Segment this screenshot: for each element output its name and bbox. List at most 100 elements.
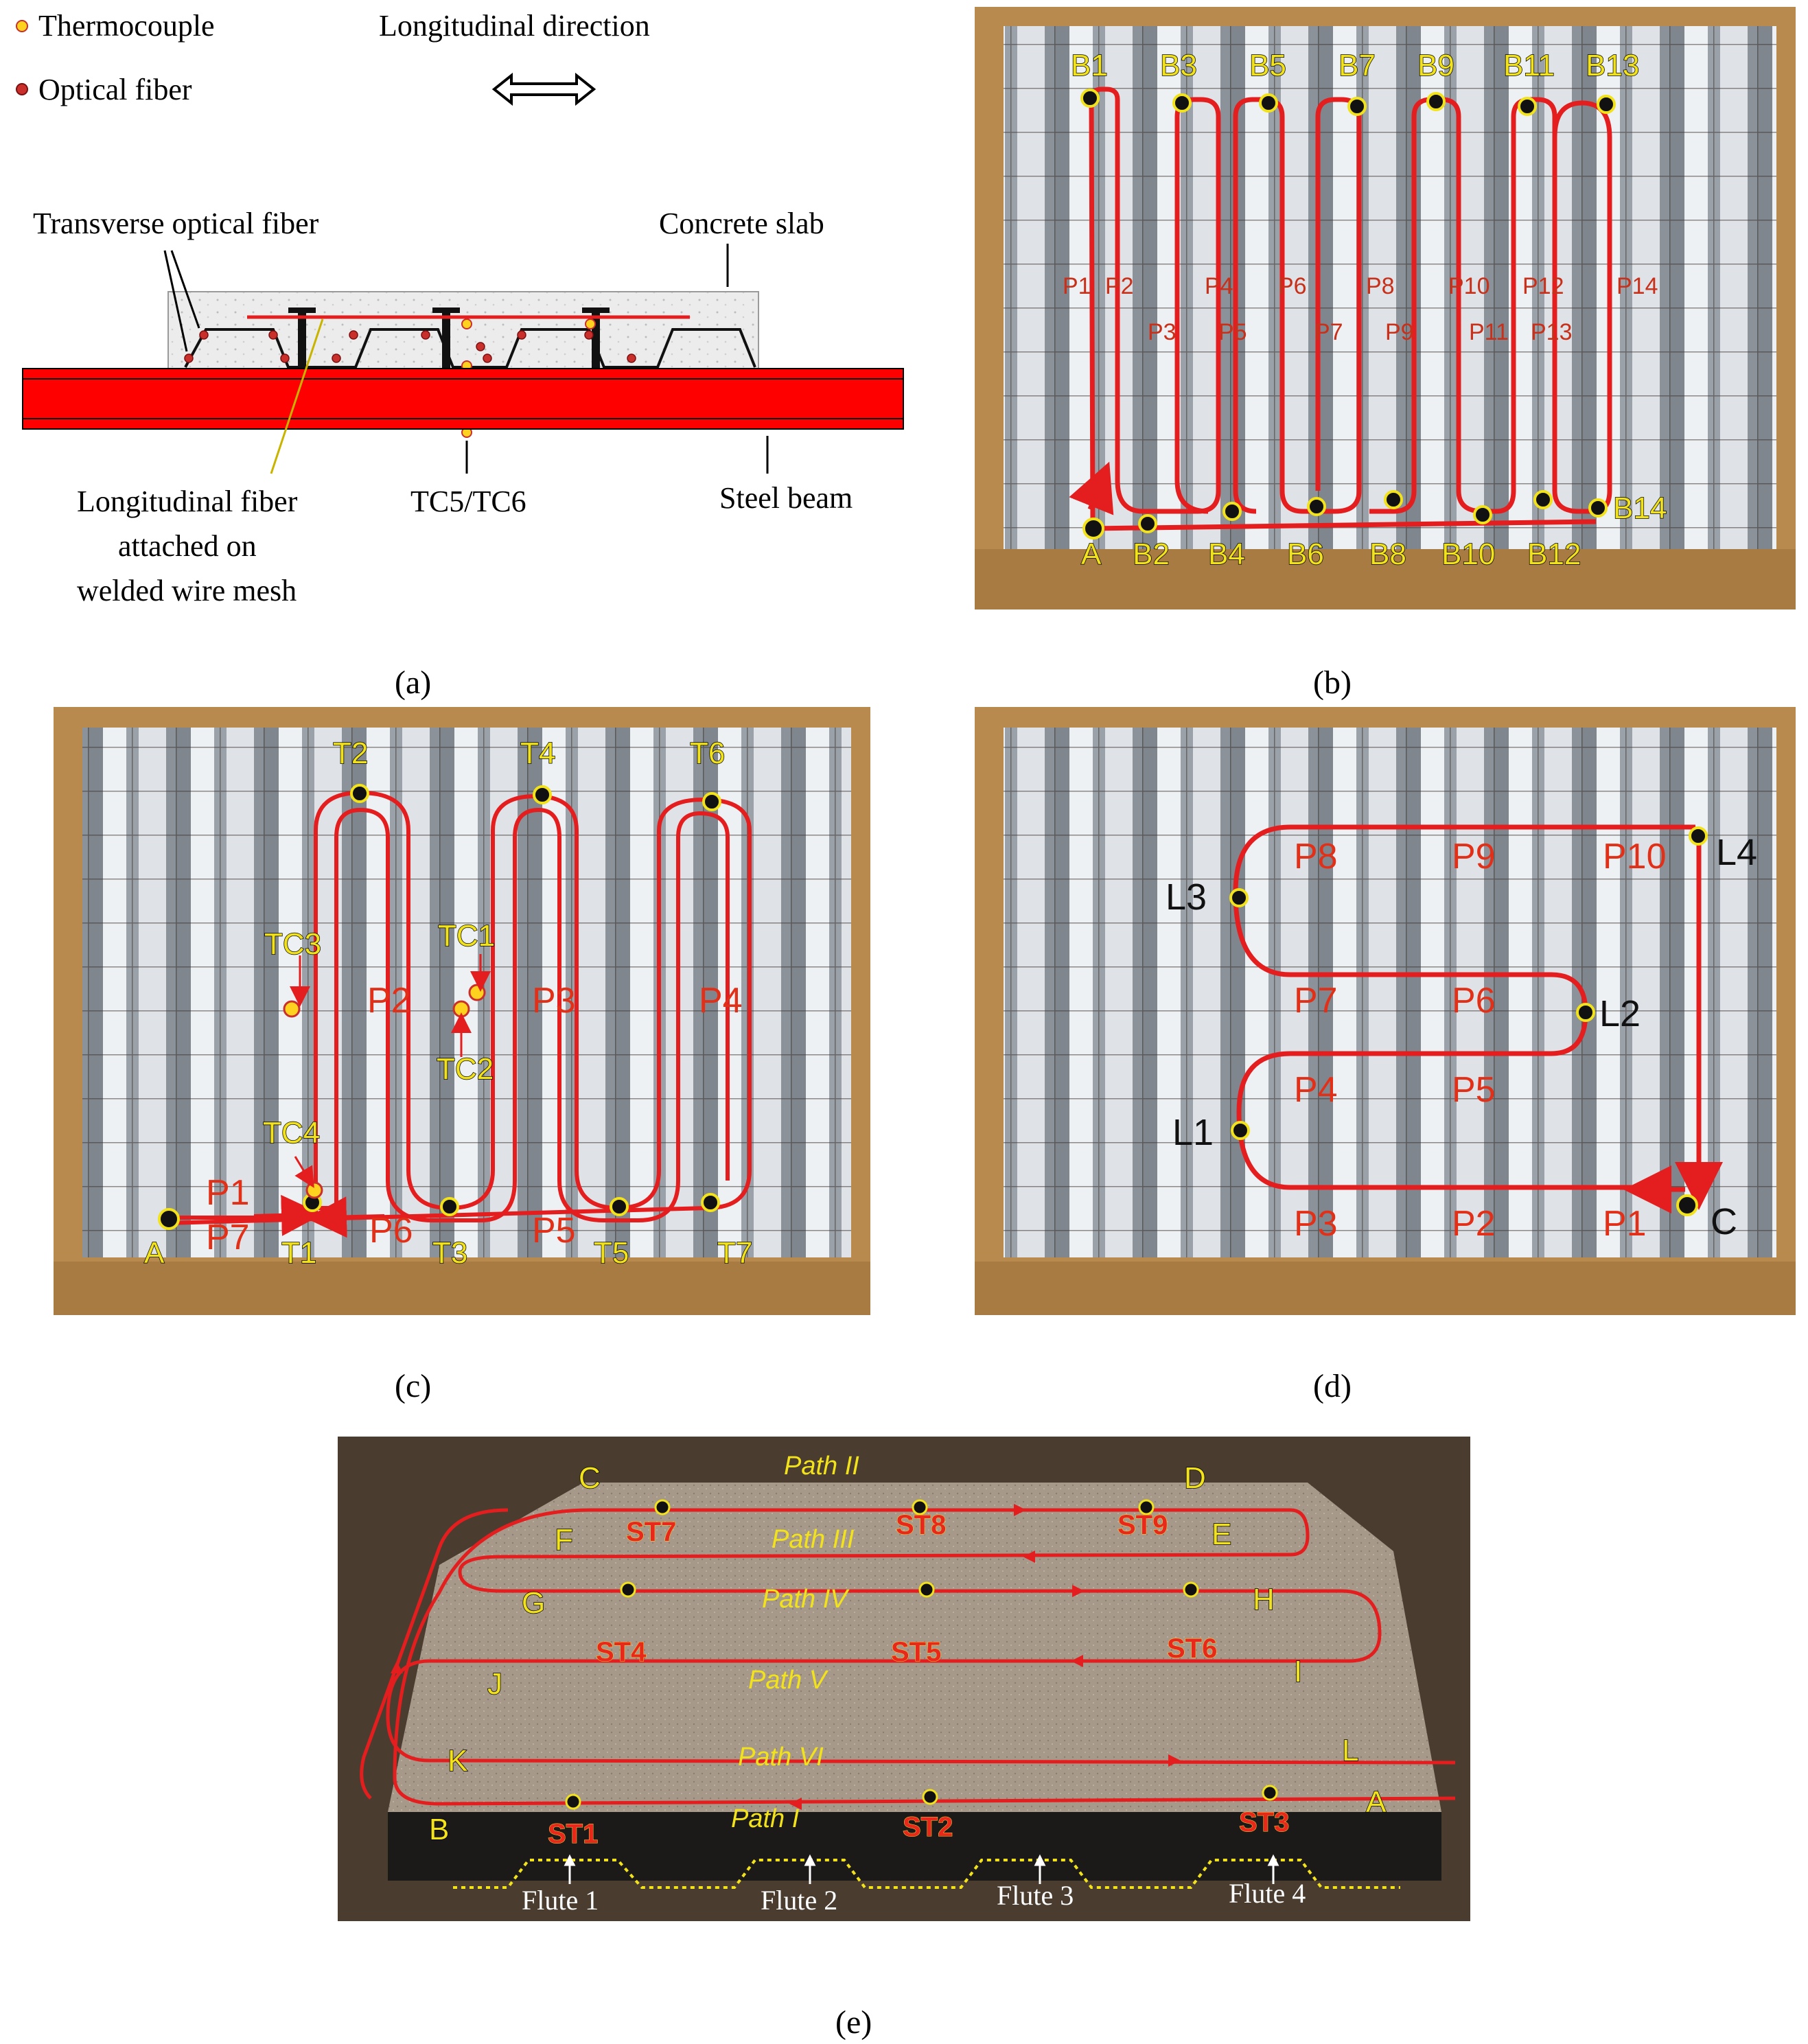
panel-d: L3 L2 L1 L4 C P1 P2 P3 P4 P5 P6 P7 P8 P9… (975, 707, 1796, 1404)
label-l1: L1 (1172, 1112, 1214, 1153)
label-path-v: Path V (748, 1666, 829, 1695)
pass-p12: P12 (1522, 273, 1564, 299)
concrete-slab-e (388, 1483, 1441, 1812)
long-fiber-label-3: welded wire mesh (77, 574, 297, 607)
label-st6: ST6 (1167, 1634, 1217, 1664)
pass-p8: P8 (1366, 273, 1395, 299)
pass-p11: P11 (1469, 319, 1509, 345)
point-labels-d: L3 L2 L1 L4 C (1166, 832, 1757, 1242)
label-e-l: L (1342, 1734, 1358, 1767)
pass-c-p4: P4 (699, 981, 743, 1021)
label-b14: B14 (1613, 491, 1667, 525)
label-tc1: TC1 (438, 919, 495, 953)
start-arrow-b (1069, 461, 1114, 515)
label-a-b: A (1081, 537, 1102, 571)
pass-c-p5: P5 (532, 1211, 576, 1251)
label-t2: T2 (333, 736, 368, 770)
label-l3: L3 (1166, 876, 1207, 918)
pass-d-p3: P3 (1294, 1204, 1338, 1244)
label-path-vi: Path VI (738, 1743, 824, 1772)
steel-beam-label: Steel beam (719, 481, 853, 515)
label-tc3: TC3 (264, 927, 321, 961)
label-t7: T7 (717, 1236, 752, 1270)
flute-profile-e (453, 1859, 1400, 1889)
pass-p7: P7 (1314, 319, 1343, 345)
optical-fiber-dots (184, 330, 636, 363)
bottom-labels-b: A B2 B4 B6 B8 B10 B12 B14 (1080, 491, 1667, 572)
pass-c-p2: P2 (367, 981, 411, 1021)
arrow-c-1 (305, 1196, 385, 1238)
caption-a: (a) (395, 664, 431, 701)
panel-c: TC3 TC1 TC2 TC4 T2 T4 T6 A T1 T3 T5 T7 P… (54, 707, 870, 1404)
caption-e: (e) (835, 2004, 872, 2041)
label-e-f: F (555, 1523, 573, 1557)
pass-p9: P9 (1385, 319, 1414, 345)
label-b3: B3 (1160, 49, 1197, 82)
pass-d-p10: P10 (1603, 837, 1667, 876)
pass-p10: P10 (1448, 273, 1490, 299)
pass-d-p5: P5 (1452, 1070, 1496, 1110)
steel-deck-profile (184, 328, 756, 369)
label-st1: ST1 (548, 1819, 598, 1849)
concrete-slab-label: Concrete slab (659, 207, 824, 240)
label-b9: B9 (1417, 49, 1454, 82)
label-t4: T4 (520, 736, 555, 770)
label-t6: T6 (690, 736, 725, 770)
label-l4: L4 (1716, 832, 1757, 873)
thermocouple-legend-icon (16, 20, 28, 32)
label-st3: ST3 (1239, 1807, 1289, 1837)
transverse-fiber-label: Transverse optical fiber (33, 207, 319, 240)
pass-d-p7: P7 (1294, 981, 1338, 1021)
label-tc4: TC4 (263, 1116, 320, 1150)
label-e-c: C (579, 1461, 601, 1495)
node-dots-b (1080, 89, 1616, 539)
fiber-route-e (360, 1508, 1456, 1806)
transverse-arrow-1 (163, 250, 188, 352)
pass-p4: P4 (1205, 273, 1233, 299)
caption-d: (d) (1313, 1368, 1352, 1404)
letter-labels-e: A B C D E F G H I J K L (428, 1461, 1387, 1847)
label-e-h: H (1253, 1583, 1275, 1616)
label-b13: B13 (1586, 49, 1639, 82)
label-e-e: E (1212, 1518, 1231, 1551)
double-arrow-icon (491, 72, 596, 106)
pass-d-p2: P2 (1452, 1204, 1496, 1244)
path-labels-e: Path II Path III Path IV Path V Path VI … (731, 1452, 859, 1833)
pass-d-p4: P4 (1294, 1070, 1338, 1110)
label-b7: B7 (1338, 49, 1376, 82)
node-dots-d (1229, 826, 1708, 1216)
tc-labels-c: TC3 TC1 TC2 TC4 (262, 918, 496, 1150)
optical-fiber-legend-icon (16, 83, 28, 95)
thermocouple-dots (461, 318, 596, 438)
flute-arrows-e (564, 1854, 1279, 1884)
longitudinal-fiber-leader (270, 318, 324, 474)
label-t1: T1 (281, 1236, 316, 1270)
label-e-g: G (522, 1586, 545, 1620)
panel-b: B1 B3 B5 B7 B9 B11 B13 A B2 B4 B6 B8 B10… (975, 7, 1796, 701)
station-labels-e: ST7 ST8 ST9 ST4 ST5 ST6 ST1 ST2 ST3 (548, 1510, 1290, 1850)
point-labels-c: T2 T4 T6 A T1 T3 T5 T7 (143, 736, 753, 1270)
label-b2: B2 (1133, 537, 1170, 571)
long-fiber-label-2: attached on (118, 529, 257, 563)
longitudinal-direction-label: Longitudinal direction (379, 9, 650, 43)
label-st4: ST4 (596, 1637, 647, 1667)
label-e-j: J (487, 1667, 502, 1701)
transverse-arrow-2 (170, 250, 200, 329)
label-b11: B11 (1503, 49, 1555, 82)
pass-c-p7: P7 (206, 1218, 250, 1257)
label-st2: ST2 (903, 1812, 953, 1842)
label-st7: ST7 (626, 1517, 676, 1547)
pass-c-p1: P1 (206, 1173, 250, 1213)
label-path-ii: Path II (784, 1452, 859, 1480)
label-st5: ST5 (891, 1637, 941, 1667)
label-path-i: Path I (731, 1804, 800, 1833)
label-st8: ST8 (896, 1510, 946, 1540)
label-b6: B6 (1287, 537, 1324, 571)
label-b1: B1 (1071, 49, 1108, 82)
label-a-c: A (144, 1236, 165, 1270)
label-b4: B4 (1208, 537, 1245, 571)
pass-d-p9: P9 (1452, 837, 1496, 876)
pass-p3: P3 (1148, 319, 1177, 345)
label-b10: B10 (1441, 537, 1495, 571)
